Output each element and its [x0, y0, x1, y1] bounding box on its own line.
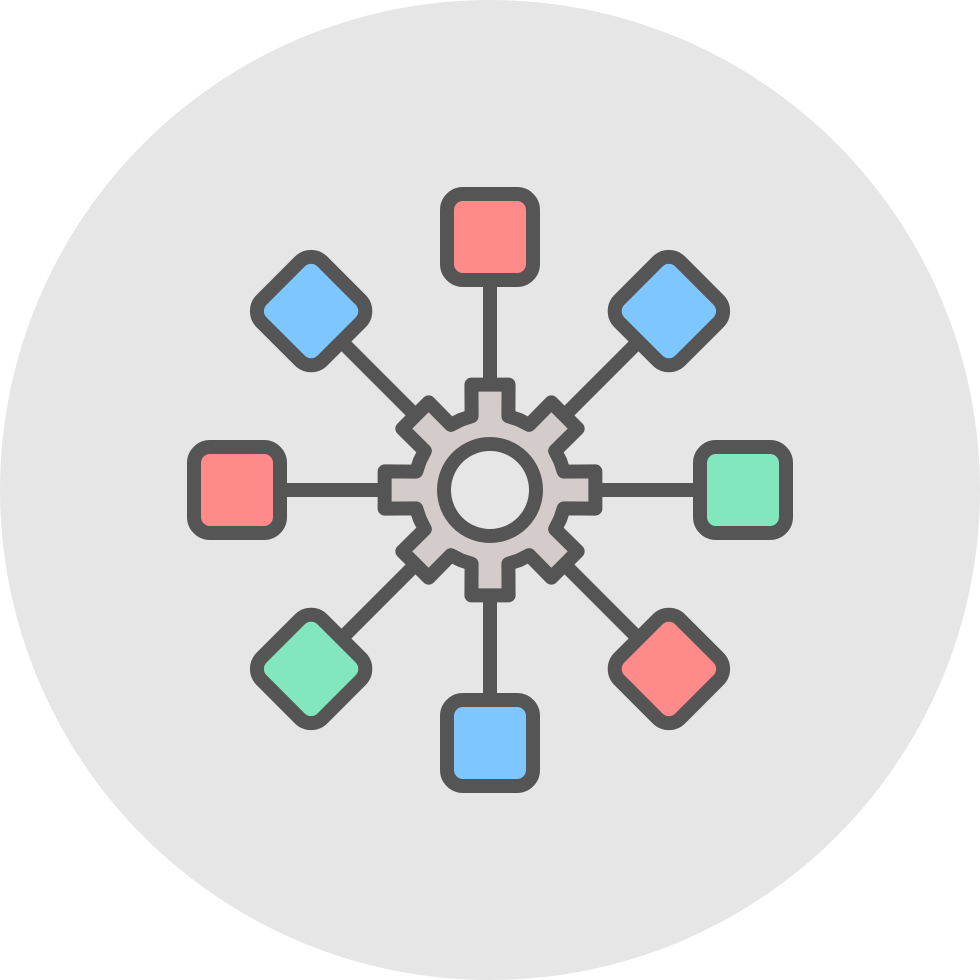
connector-node-top-left	[339, 339, 427, 427]
node-top	[440, 187, 540, 287]
connector-node-top-right	[553, 339, 641, 427]
connector-node-bottom-left	[339, 553, 427, 641]
gear-hole	[437, 437, 543, 543]
node-right	[693, 440, 793, 540]
node-bottom-right	[607, 607, 731, 731]
node-bottom-left	[249, 607, 373, 731]
node-top-left	[249, 249, 373, 373]
node-bottom	[440, 693, 540, 793]
node-left	[187, 440, 287, 540]
network-nodes	[187, 187, 793, 793]
node-top-right	[607, 249, 731, 373]
connector-lines	[280, 280, 700, 700]
connector-node-bottom-right	[553, 553, 641, 641]
gear-icon	[377, 377, 603, 603]
